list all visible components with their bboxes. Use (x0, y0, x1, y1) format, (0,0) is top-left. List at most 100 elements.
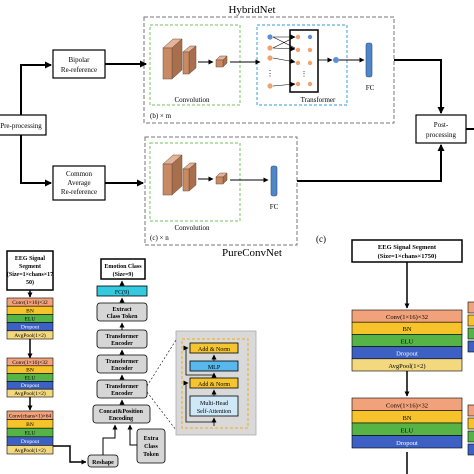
right-title-1: EEG Signal Segment (378, 244, 437, 251)
encoder-3-line-2: Encoder (111, 391, 133, 397)
transformer-label: Transformer (301, 96, 336, 104)
pure-fc-bar (270, 165, 278, 197)
bipolar-box (52, 49, 106, 79)
edge-box-7 (467, 430, 474, 443)
postprocessing-box (415, 114, 467, 144)
edge-box-1 (467, 301, 474, 314)
hybridnet-title: HybridNet (228, 4, 275, 16)
pure-to-post-arrow (297, 144, 445, 182)
left-block2-elu-label: ELU (25, 375, 36, 381)
emotion-class-box (100, 258, 146, 280)
left-block1-elu-label: ELU (25, 316, 36, 322)
car-box (52, 165, 106, 201)
concat-2: Encoding (109, 416, 133, 422)
reshape-to-concat-arrow (102, 424, 118, 455)
left-block1-avgpool-label: AvgPool(1×2) (14, 332, 46, 339)
fc9-label: FC(9) (115, 289, 129, 296)
pureconvnet-frame (144, 136, 298, 246)
left-block1-bn-label: BN (26, 308, 34, 314)
right-title-2: (Size=1×chans×1750) (378, 253, 437, 260)
encoder-1-line-1: Transformer (106, 334, 139, 340)
edge-box-2 (467, 314, 474, 327)
left-block3-conv-label: Conv(chans×1)×64 (9, 412, 52, 419)
pure-convolution-label: Convolution (174, 224, 210, 232)
car-line-3: Re-reference (61, 188, 97, 196)
left-block1-conv-label: Conv(1×16)×32 (12, 299, 48, 306)
left-block2-bn-label: BN (26, 368, 34, 374)
left-block2-dropout-label: Dropout (21, 383, 40, 389)
left-title-2: Segment (19, 264, 41, 270)
edge-box-3 (467, 327, 474, 340)
add-norm-top-label: Add & Norm (198, 347, 230, 353)
right-block1-bn-label: BN (402, 326, 411, 333)
car-line-2: Average (67, 179, 90, 187)
hybrid-conv-cuboids (162, 38, 228, 80)
left-title-4: 50) (26, 279, 34, 286)
extra-token-1: Extra (144, 436, 159, 442)
right-block2-conv-label: Conv(1×16)×32 (386, 402, 428, 409)
left-block1-dropout-label: Dropout (21, 325, 40, 331)
attention-nodes: ⋮ (295, 34, 313, 87)
left-block2-avgpool-label: AvgPool(1×2) (14, 390, 46, 397)
pure-conv-frame (149, 142, 241, 222)
edge-box-4 (467, 340, 474, 353)
pure-conv-cuboids (162, 154, 228, 196)
preprocessing-label: Pre-processing (0, 122, 42, 130)
left-block3-avgpool-layer (6, 445, 54, 455)
svg-text:⋮: ⋮ (266, 69, 274, 78)
right-block1-elu-label: ELU (401, 338, 414, 345)
panel-c-tag: (c) (316, 234, 326, 244)
encoder-3-line-1: Transformer (106, 384, 139, 390)
bipolar-line-2: Re-reference (61, 66, 97, 74)
encoder-2-line-1: Transformer (106, 359, 139, 365)
left-title-3: (Size=1×chans×17 (7, 271, 53, 278)
detail-arrows (183, 345, 217, 426)
right-block1-avgpool-label: AvgPool(1×2) (388, 363, 425, 370)
mlp-label: MLP (208, 365, 221, 371)
post-line-1: Post- (434, 121, 449, 129)
hybrid-fc-label: FC (366, 84, 375, 92)
attention-box (289, 29, 319, 93)
detail-link-bottom (146, 391, 177, 431)
detail-link-top (146, 339, 177, 387)
pure-fc-label: FC (270, 203, 279, 211)
extra-token-3: Token (143, 452, 159, 458)
hybrid-transformer-frame (256, 24, 348, 106)
mhsa-line-2: Self-Attention (197, 408, 231, 415)
left-block3-dropout-label: Dropout (21, 439, 40, 445)
add-norm-box-top (189, 342, 239, 354)
right-block2-bn-label: BN (402, 415, 411, 422)
right-block2-elu-label: ELU (401, 427, 414, 434)
hybrid-fc-bar (365, 42, 373, 78)
transformer-tokens: ⋮ (266, 34, 274, 89)
reshape-label: Reshape (92, 460, 114, 466)
left-to-reshape-arrow (53, 445, 87, 465)
multiplier-c: (c) × n (150, 234, 169, 242)
hybridnet-frame (143, 16, 395, 124)
edge-box-6 (467, 417, 474, 430)
encoder-2-line-2: Encoder (111, 366, 133, 372)
left-block3-elu-label: ELU (25, 431, 36, 437)
hybrid-convolution-label: Convolution (174, 96, 210, 104)
extract-1: Extract (112, 307, 131, 313)
right-block2-dropout-layer (351, 435, 463, 449)
svg-text:⋮: ⋮ (301, 70, 308, 78)
hybrid-conv-frame (149, 24, 241, 106)
post-line-2: processing (426, 131, 456, 139)
emotion-class-1: Emotion Class (104, 264, 142, 270)
concat-1: Concat&Position (99, 409, 144, 415)
encoder-detail-inner (181, 338, 249, 429)
edge-box-5 (467, 404, 474, 417)
class-token-output (333, 57, 339, 63)
left-block3-avgpool-label: AvgPool(1×2) (14, 447, 46, 454)
encoder-1-line-2: Encoder (111, 341, 133, 347)
pre-to-car-arrow (20, 135, 52, 187)
left-block2-conv-label: Conv(1×16)×32 (12, 359, 48, 366)
extra-to-concat-arrow (127, 424, 137, 446)
